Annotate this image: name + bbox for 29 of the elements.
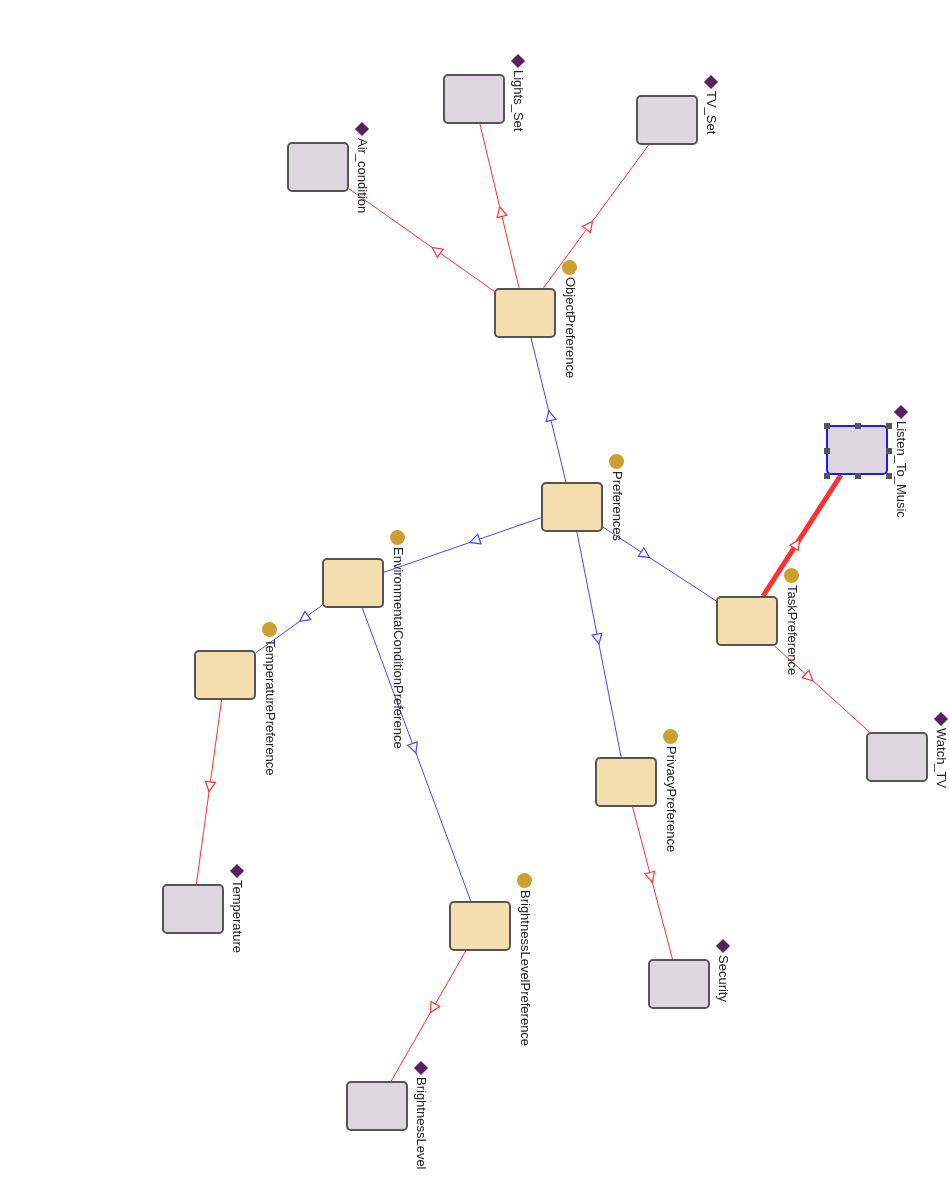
arrow xyxy=(479,123,520,289)
arrow xyxy=(348,188,495,292)
node-label: TaskPreference xyxy=(784,585,799,676)
node-label: Security xyxy=(716,955,730,1002)
node-label: TV_Set xyxy=(704,91,718,135)
arrow xyxy=(390,950,467,1082)
node-label: Watch_TV xyxy=(934,728,948,789)
node-label: Air_condition xyxy=(355,138,369,214)
arrow xyxy=(195,699,223,885)
node-label: PrivacyPreference xyxy=(663,746,678,853)
arrow xyxy=(632,806,673,960)
node-label: Listen_To_Music xyxy=(894,421,908,518)
node-label: ObjectPreference xyxy=(562,277,577,379)
node-label: BrightnessLevel xyxy=(414,1077,428,1170)
arrow xyxy=(255,604,323,654)
node-label: Lights_Set xyxy=(511,70,525,132)
arrow xyxy=(530,337,567,483)
arrow xyxy=(774,645,870,733)
node-label: BrightnessLevelPreference xyxy=(517,890,532,1047)
arrow xyxy=(576,531,622,758)
node-label: EnvironmentalConditionPreference xyxy=(390,547,405,749)
node-label: TemperaturePreference xyxy=(262,639,277,776)
arrow xyxy=(361,607,472,902)
arrow xyxy=(760,473,844,598)
arrow xyxy=(542,144,650,289)
arrow xyxy=(602,526,717,602)
node-label: Preferences xyxy=(609,471,624,542)
arrow xyxy=(383,517,542,573)
node-label: Temperature xyxy=(230,880,244,953)
